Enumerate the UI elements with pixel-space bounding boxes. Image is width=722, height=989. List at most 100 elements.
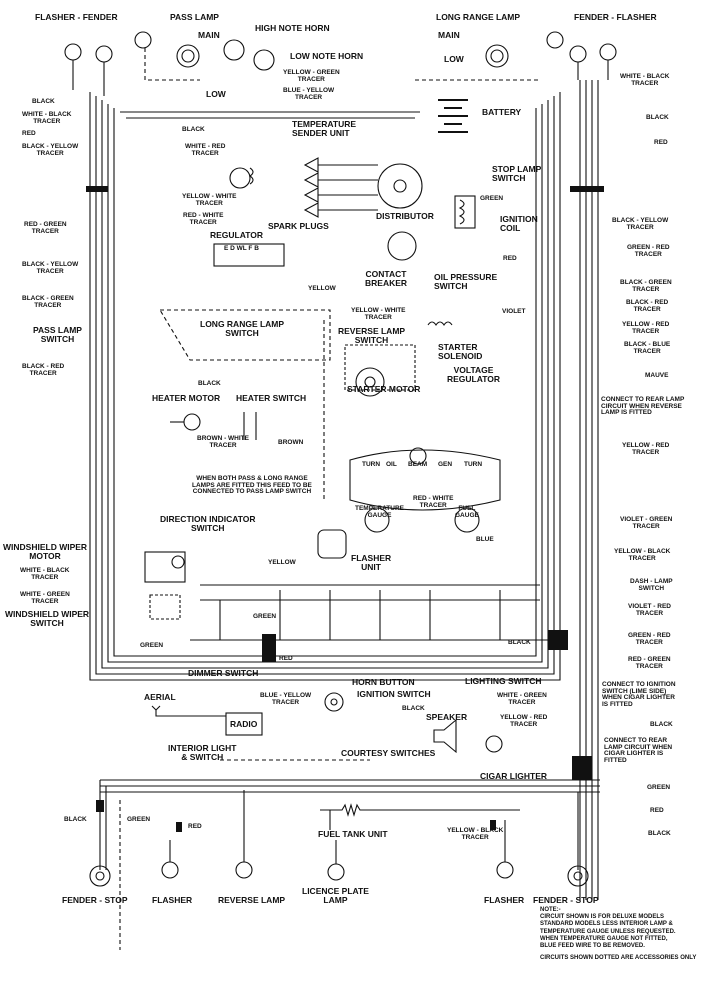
label-flasher-bottom-right: FLASHER bbox=[484, 895, 525, 905]
label-long-range-lamp: LONG RANGE LAMP bbox=[436, 12, 521, 22]
label-gauge-oil: OIL bbox=[386, 461, 397, 468]
label-distributor: DISTRIBUTOR bbox=[376, 211, 434, 221]
label-fender-flasher-right: FENDER - FLASHER bbox=[574, 12, 657, 22]
label-flasher-bottom-left: FLASHER bbox=[152, 895, 193, 905]
note-line: TEMPERATURE GAUGE UNLESS REQUESTED. bbox=[540, 928, 676, 935]
label-radio: RADIO bbox=[230, 719, 258, 729]
speaker-icon bbox=[433, 718, 457, 754]
accessory-dotted bbox=[119, 48, 540, 950]
label-red-right-1: RED bbox=[654, 139, 668, 146]
label-black-small: BLACK bbox=[182, 126, 205, 133]
label-gauge-turn-right: TURN bbox=[464, 461, 483, 468]
label-heater-motor: HEATER MOTOR bbox=[152, 393, 221, 403]
label-green-left: GREEN bbox=[140, 642, 164, 649]
label-horn-button: HORN BUTTON bbox=[352, 677, 415, 687]
note-line: NOTE:- bbox=[540, 907, 561, 913]
label-green-mid: GREEN bbox=[253, 613, 277, 620]
label-high-note-horn: HIGH NOTE HORN bbox=[255, 23, 330, 33]
label-black-mid: BLACK bbox=[508, 639, 531, 646]
label-cigar-lighter: CIGAR LIGHTER bbox=[480, 771, 548, 781]
harness-connectors bbox=[86, 186, 604, 832]
label-green-ignition: GREEN bbox=[480, 195, 504, 202]
ignition-coil-icon bbox=[454, 195, 476, 229]
label-fender-stop-right: FENDER - STOP bbox=[533, 895, 599, 905]
label-aerial: AERIAL bbox=[144, 692, 176, 702]
label-gauge-turn-left: TURN bbox=[362, 461, 381, 468]
label-regulator: REGULATOR bbox=[210, 230, 264, 240]
fuel-tank-icon bbox=[320, 803, 520, 830]
label-red-left-1: RED bbox=[22, 130, 36, 137]
accessories-note: CIRCUITS SHOWN DOTTED ARE ACCESSORIES ON… bbox=[540, 955, 697, 962]
label-dimmer-switch: DIMMER SWITCH bbox=[188, 668, 259, 678]
flasher-unit-icon bbox=[317, 529, 347, 559]
label-green-bottom-left: GREEN bbox=[127, 816, 151, 823]
label-main-right: MAIN bbox=[438, 30, 460, 40]
battery-icon bbox=[438, 99, 468, 133]
label-black-left-1: BLACK bbox=[32, 98, 55, 105]
distributor-icon bbox=[303, 157, 423, 261]
label-courtesy-switches: COURTESY SWITCHES bbox=[341, 748, 436, 758]
footnote: NOTE:- CIRCUIT SHOWN IS FOR DELUXE MODEL… bbox=[540, 907, 718, 962]
label-main-left: MAIN bbox=[198, 30, 220, 40]
label-fender-stop-left: FENDER - STOP bbox=[62, 895, 128, 905]
label-ignition-switch: IGNITION SWITCH bbox=[357, 689, 431, 699]
label-interior-light: INTERIOR LIGHT& SWITCH bbox=[168, 743, 237, 762]
heater-motor-icon bbox=[170, 412, 257, 440]
generator-icon bbox=[229, 167, 254, 189]
label-mauve: MAUVE bbox=[645, 372, 669, 379]
label-black-bottom-left: BLACK bbox=[64, 816, 87, 823]
label-reverse-lamp: REVERSE LAMP bbox=[218, 895, 286, 905]
label-spark-plugs: SPARK PLUGS bbox=[268, 221, 329, 231]
label-heater-switch: HEATER SWITCH bbox=[236, 393, 307, 403]
cigar-lighter-icon bbox=[485, 735, 503, 753]
switch-cluster bbox=[190, 584, 560, 641]
label-gauge-beam: BEAM bbox=[408, 461, 428, 468]
label-black-right-3: BLACK bbox=[648, 830, 671, 837]
label-battery: BATTERY bbox=[482, 107, 522, 117]
label-red-regulator: RED bbox=[503, 255, 517, 262]
label-red-dimmer: RED bbox=[279, 655, 293, 662]
lamp-icons-front bbox=[64, 31, 617, 68]
rear-lamp-icons bbox=[89, 790, 589, 887]
regulator-box bbox=[213, 243, 285, 267]
